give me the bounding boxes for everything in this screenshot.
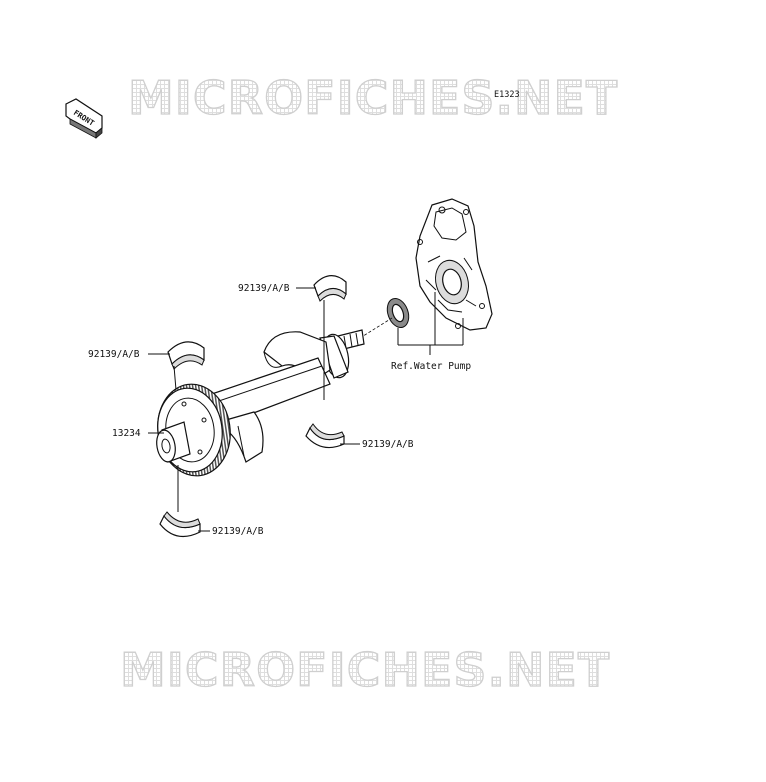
water-pump-ref-leader	[397, 292, 464, 355]
svg-text:MICROFICHES.NET: MICROFICHES.NET	[128, 71, 618, 125]
callout-bearing-left: 92139/A/B	[88, 349, 140, 360]
front-arrow-icon: FRONT	[65, 98, 103, 139]
watermark-top: MICROFICHES.NET MICROFICHES.NET	[127, 70, 618, 125]
svg-text:MICROFICHES.NET: MICROFICHES.NET	[128, 71, 618, 125]
bearing-shell-left	[167, 341, 205, 370]
callout-bearing-right: 92139/A/B	[362, 439, 414, 450]
svg-text:MICROFICHES.NET: MICROFICHES.NET	[120, 643, 610, 697]
alignment-line	[359, 317, 393, 339]
bearing-shell-bottom	[159, 511, 201, 538]
water-pump-cover	[415, 198, 493, 331]
callout-bearing-top: 92139/A/B	[238, 283, 290, 294]
callout-balancer-shaft: 13234	[112, 428, 141, 439]
bearing-shell-right	[305, 423, 345, 449]
callout-bearing-bottom: 92139/A/B	[212, 526, 264, 537]
oil-seal	[386, 297, 410, 329]
diagram-code: E1323	[494, 90, 520, 100]
balancer-shaft	[156, 329, 365, 477]
svg-text:MICROFICHES.NET: MICROFICHES.NET	[120, 643, 610, 697]
water-pump-ref-label: Ref.Water Pump	[391, 361, 471, 372]
watermark-bottom: MICROFICHES.NET MICROFICHES.NET	[119, 642, 610, 697]
leader-lines	[148, 287, 360, 532]
bearing-shell-top	[313, 275, 347, 302]
